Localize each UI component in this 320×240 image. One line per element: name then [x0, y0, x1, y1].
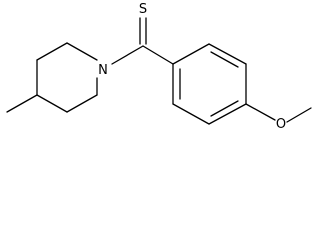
sulfur-atom-label: S — [139, 2, 147, 17]
thiocarbonyl-double-bond — [139, 17, 147, 45]
bond-c4-c5 — [36, 94, 68, 113]
bond-cthio-aryl — [142, 45, 174, 65]
molecule-structure-diagram: S N O — [6, 2, 312, 132]
benzene-ring — [172, 43, 247, 125]
nitrogen-atom-label: N — [98, 63, 108, 78]
bond-ar-inner-2 — [210, 51, 239, 68]
bond-c2-c3 — [36, 42, 68, 61]
bond-o-methyl — [286, 107, 312, 123]
bond-n-cthio — [111, 45, 144, 65]
bond-methyl — [6, 94, 38, 113]
bond-n-c2 — [66, 42, 98, 61]
bond-ar-4 — [208, 103, 247, 125]
bond-ar-5 — [172, 103, 210, 125]
bond-aryl-o — [245, 103, 276, 121]
oxygen-atom-label: O — [276, 117, 286, 132]
bond-ar-2 — [208, 43, 247, 65]
piperidine-ring — [36, 42, 98, 113]
bond-c5-c6 — [66, 94, 98, 113]
bond-ar-1 — [172, 43, 210, 65]
bond-ar-inner-3 — [210, 100, 239, 117]
